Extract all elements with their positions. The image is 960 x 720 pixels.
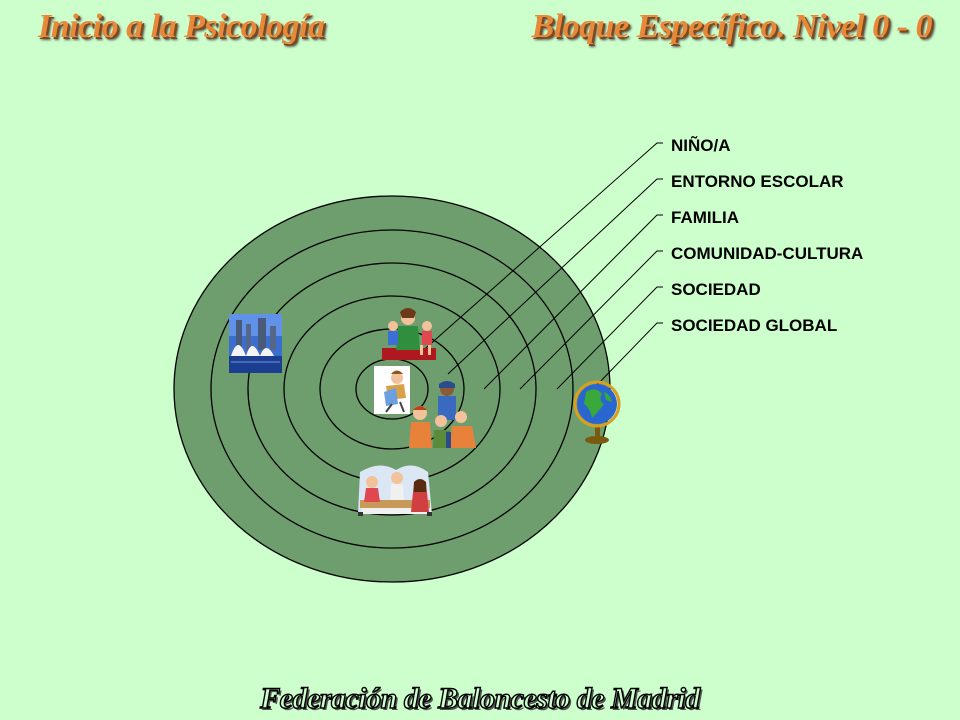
label-sociedad: SOCIEDAD [671, 280, 761, 299]
label-nino: NIÑO/A [671, 136, 731, 155]
leader-line-familia [483, 214, 663, 390]
level-labels: NIÑO/A ENTORNO ESCOLAR FAMILIA COMUNIDAD… [671, 134, 863, 350]
leader-lines [417, 142, 663, 390]
child-reading-icon [374, 366, 410, 414]
leader-line-sociedad-global [592, 322, 663, 390]
left-title: Inicio a la Psicología [38, 8, 325, 45]
city-skyline-photo [229, 314, 282, 373]
label-familia: FAMILIA [671, 208, 739, 227]
leader-line-comunidad [519, 250, 663, 390]
right-title: Bloque Específico. Nivel 0 - 0 [531, 8, 933, 45]
label-sociedad-global: SOCIEDAD GLOBAL [671, 316, 838, 335]
children-playing-icon [382, 308, 436, 360]
footer-title: Federación de Baloncesto de Madrid [259, 681, 701, 715]
leader-line-sociedad [556, 286, 663, 390]
leader-line-nino [417, 142, 663, 356]
people-group-icon [409, 381, 476, 448]
label-entorno-escolar: ENTORNO ESCOLAR [671, 172, 844, 191]
label-comunidad-cultura: COMUNIDAD-CULTURA [671, 244, 864, 263]
leader-line-entorno-escolar [447, 178, 663, 375]
globe-icon [573, 380, 621, 444]
family-dinner-icon [358, 465, 432, 516]
